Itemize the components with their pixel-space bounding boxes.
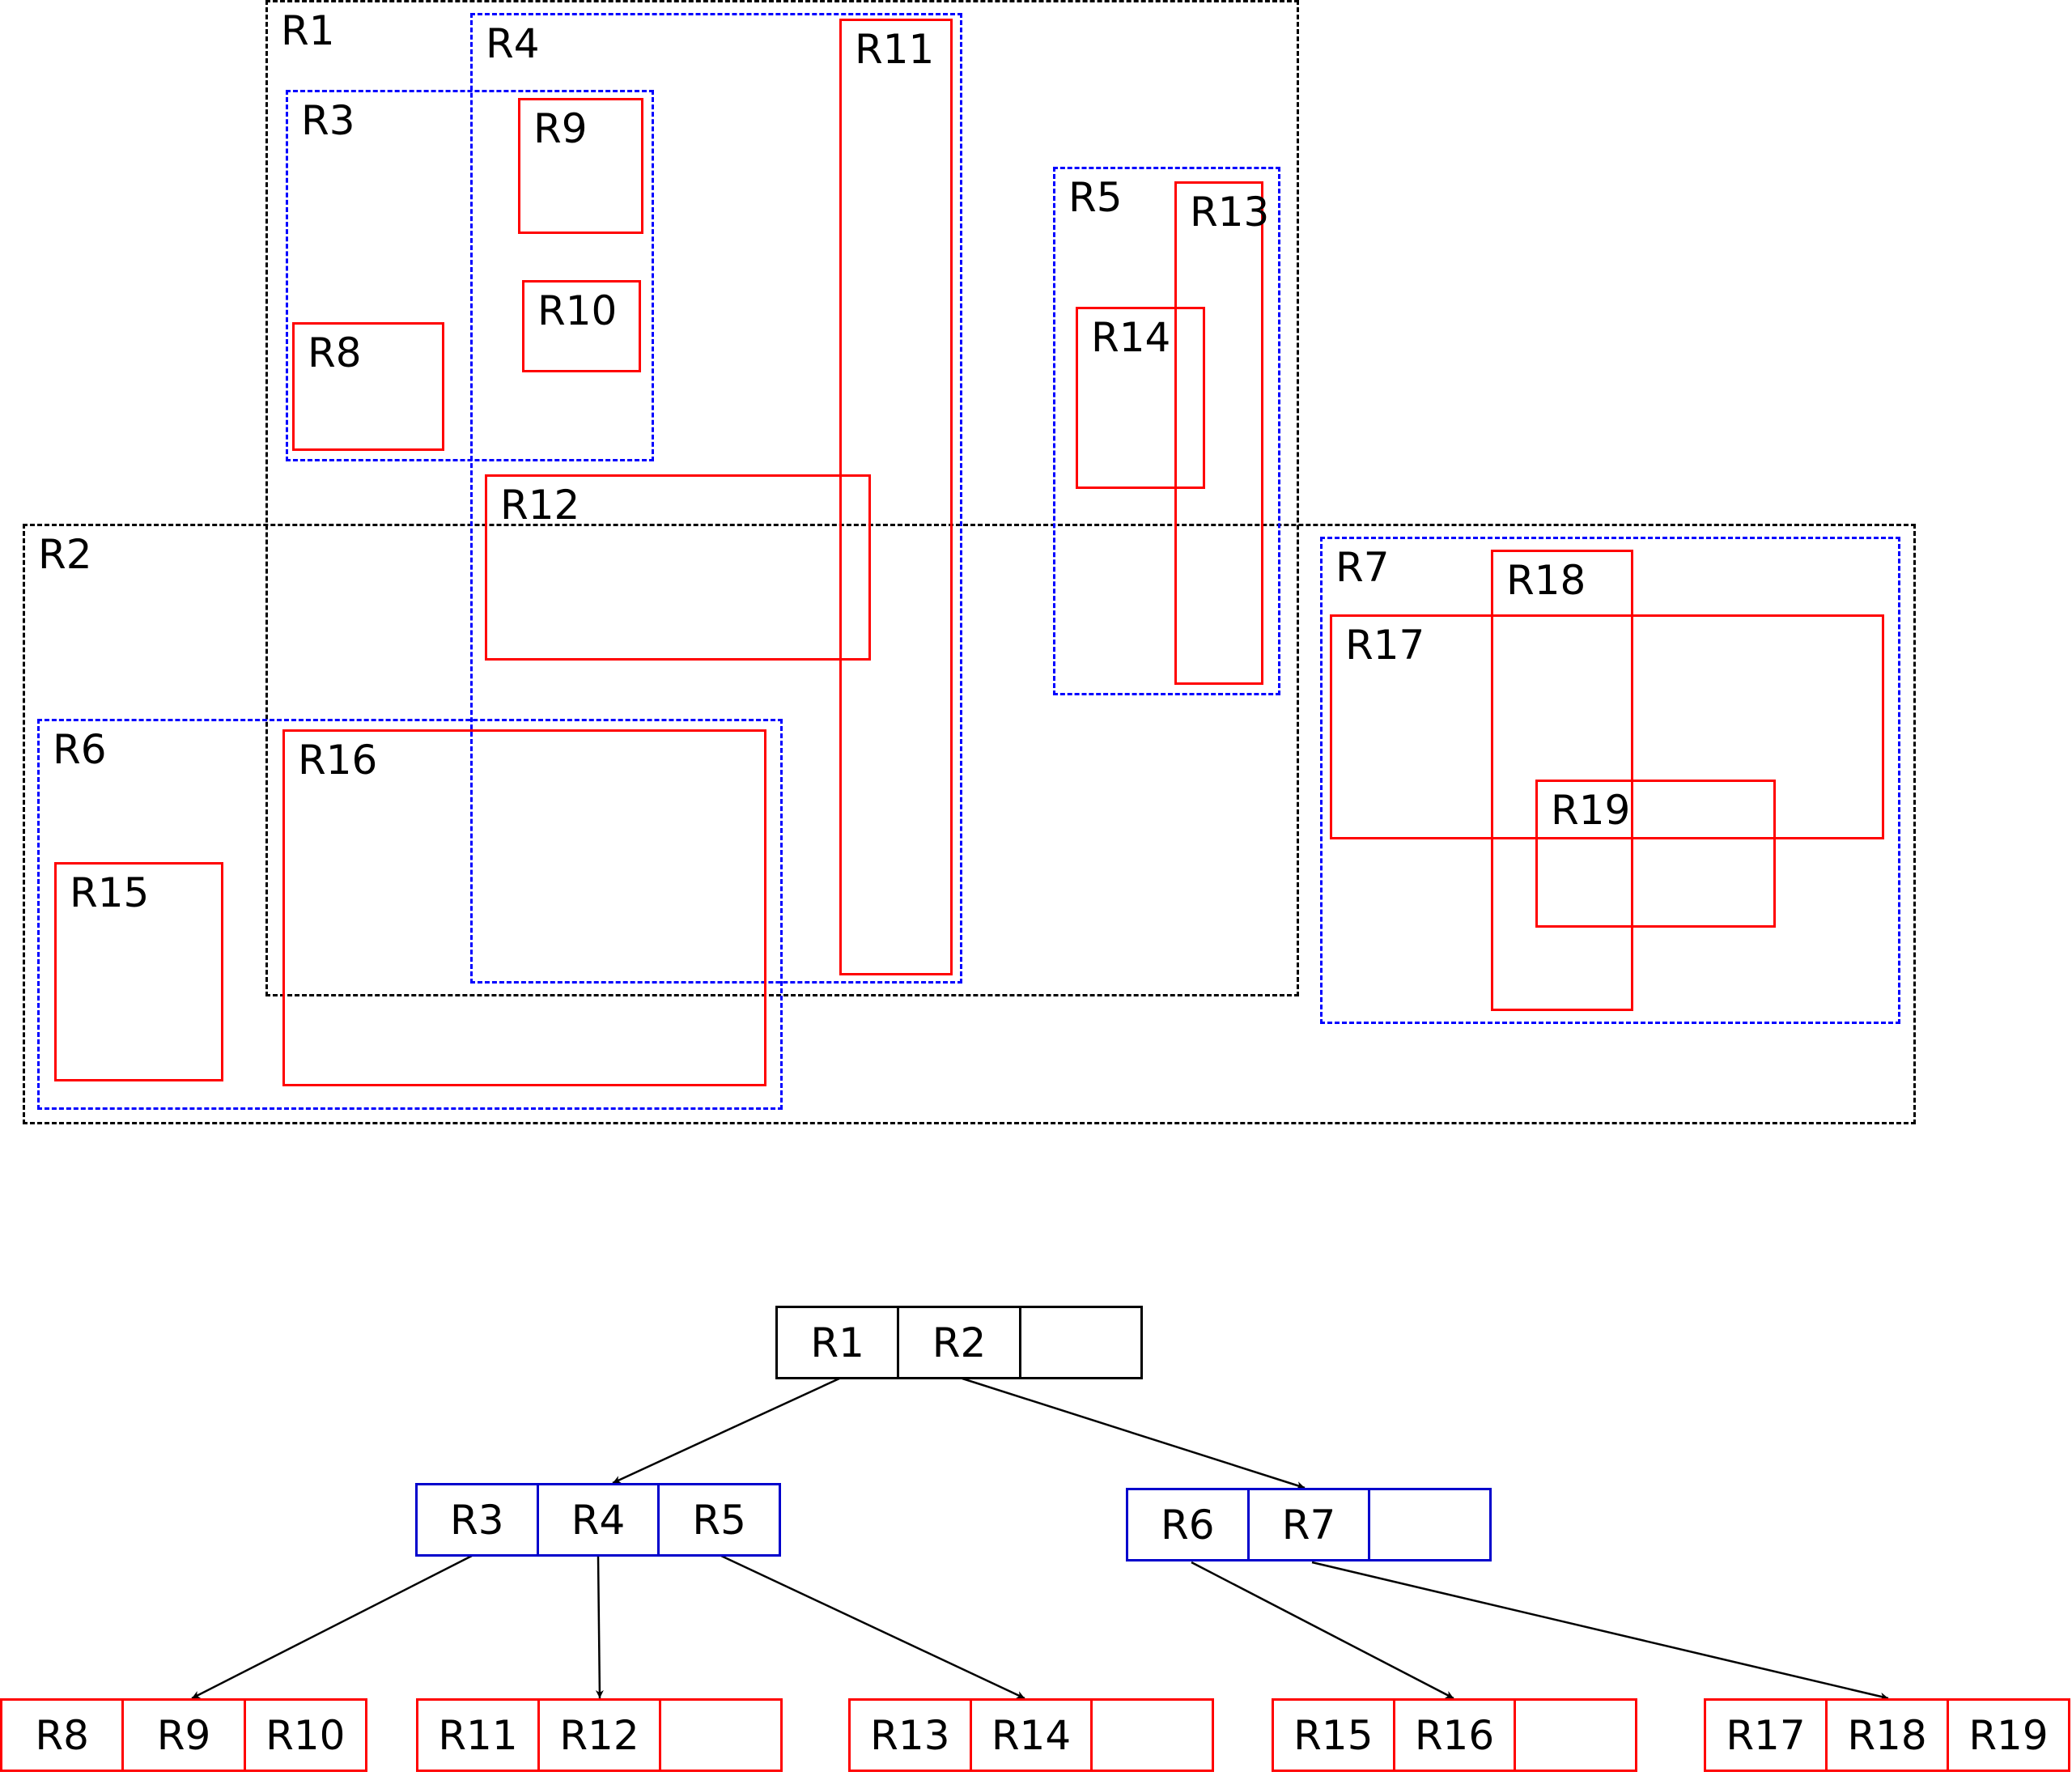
leaf-node: R13 R14: [848, 1698, 1214, 1772]
region-r10: R10: [522, 280, 641, 372]
region-label: R19: [1551, 787, 1631, 834]
region-label: R14: [1091, 314, 1171, 361]
empty-entry: [1018, 1308, 1140, 1377]
region-r14: R14: [1076, 307, 1205, 489]
region-label: R5: [1068, 174, 1123, 221]
empty-entry: [1090, 1701, 1212, 1770]
entry-r4: R4: [536, 1485, 658, 1554]
region-label: R18: [1506, 557, 1586, 604]
empty-entry: [659, 1701, 780, 1770]
region-r16: R16: [282, 729, 766, 1086]
region-label: R2: [38, 531, 92, 578]
entry-r7: R7: [1246, 1490, 1369, 1559]
entry-r15: R15: [1293, 1711, 1374, 1759]
entry-r18: R18: [1825, 1701, 1947, 1770]
edge-from-r7: [1311, 1561, 1889, 1701]
region-r6: R6: [37, 719, 783, 1110]
region-label: R3: [301, 97, 355, 144]
region-r9: R9: [518, 98, 643, 234]
entry-r17: R17: [1726, 1711, 1806, 1759]
entry-r5: R5: [657, 1485, 779, 1554]
region-r15: R15: [54, 862, 223, 1081]
region-label: R9: [533, 105, 588, 152]
edge-from-r5: [720, 1554, 1025, 1700]
leaf-node: R15 R16: [1272, 1698, 1637, 1772]
region-label: R8: [308, 329, 362, 376]
entry-r10: R10: [243, 1701, 365, 1770]
region-r12: R12: [485, 474, 871, 661]
region-label: R10: [537, 287, 618, 334]
entry-r3: R3: [450, 1496, 504, 1544]
entry-r6: R6: [1161, 1501, 1215, 1549]
region-label: R7: [1335, 544, 1390, 591]
edge-from-r2: [962, 1377, 1306, 1489]
entry-r9: R9: [121, 1701, 243, 1770]
region-r19: R19: [1535, 780, 1776, 928]
region-label: R4: [486, 20, 540, 67]
empty-entry: [1368, 1490, 1489, 1559]
region-r11: R11: [839, 19, 953, 975]
entry-r12: R12: [537, 1701, 659, 1770]
region-r4: R4: [470, 13, 962, 984]
entry-r8: R8: [35, 1711, 89, 1759]
region-r17: R17: [1330, 614, 1884, 839]
empty-entry: [1514, 1701, 1635, 1770]
edge-from-r3: [191, 1554, 473, 1700]
region-label: R6: [53, 726, 107, 773]
edge-from-r6: [1191, 1561, 1454, 1700]
entry-r2: R2: [897, 1308, 1018, 1377]
region-label: R13: [1190, 189, 1270, 236]
region-r3: R3: [286, 90, 654, 461]
edge-from-r4: [595, 1555, 604, 1699]
leaf-node: R11 R12: [416, 1698, 783, 1772]
region-label: R12: [500, 482, 580, 529]
region-r13: R13: [1174, 181, 1269, 685]
region-label: R11: [855, 26, 935, 73]
entry-r1: R1: [810, 1319, 864, 1366]
region-label: R16: [298, 737, 378, 784]
root-node: R1 R2: [775, 1306, 1143, 1379]
internal-node: R6 R7: [1126, 1488, 1492, 1561]
region-r2: R2: [23, 524, 1916, 1124]
entry-r19: R19: [1947, 1701, 2068, 1770]
region-r5: R5: [1053, 167, 1280, 695]
entry-r13: R13: [870, 1711, 950, 1759]
entry-r11: R11: [438, 1711, 518, 1759]
region-label: R1: [281, 7, 335, 54]
region-label: R15: [70, 869, 150, 916]
edge-from-r1: [612, 1377, 840, 1485]
region-r7: R7: [1320, 537, 1900, 1024]
entry-r16: R16: [1392, 1701, 1514, 1770]
region-label: R17: [1345, 622, 1425, 669]
region-r8: R8: [292, 322, 444, 451]
entry-r14: R14: [969, 1701, 1091, 1770]
